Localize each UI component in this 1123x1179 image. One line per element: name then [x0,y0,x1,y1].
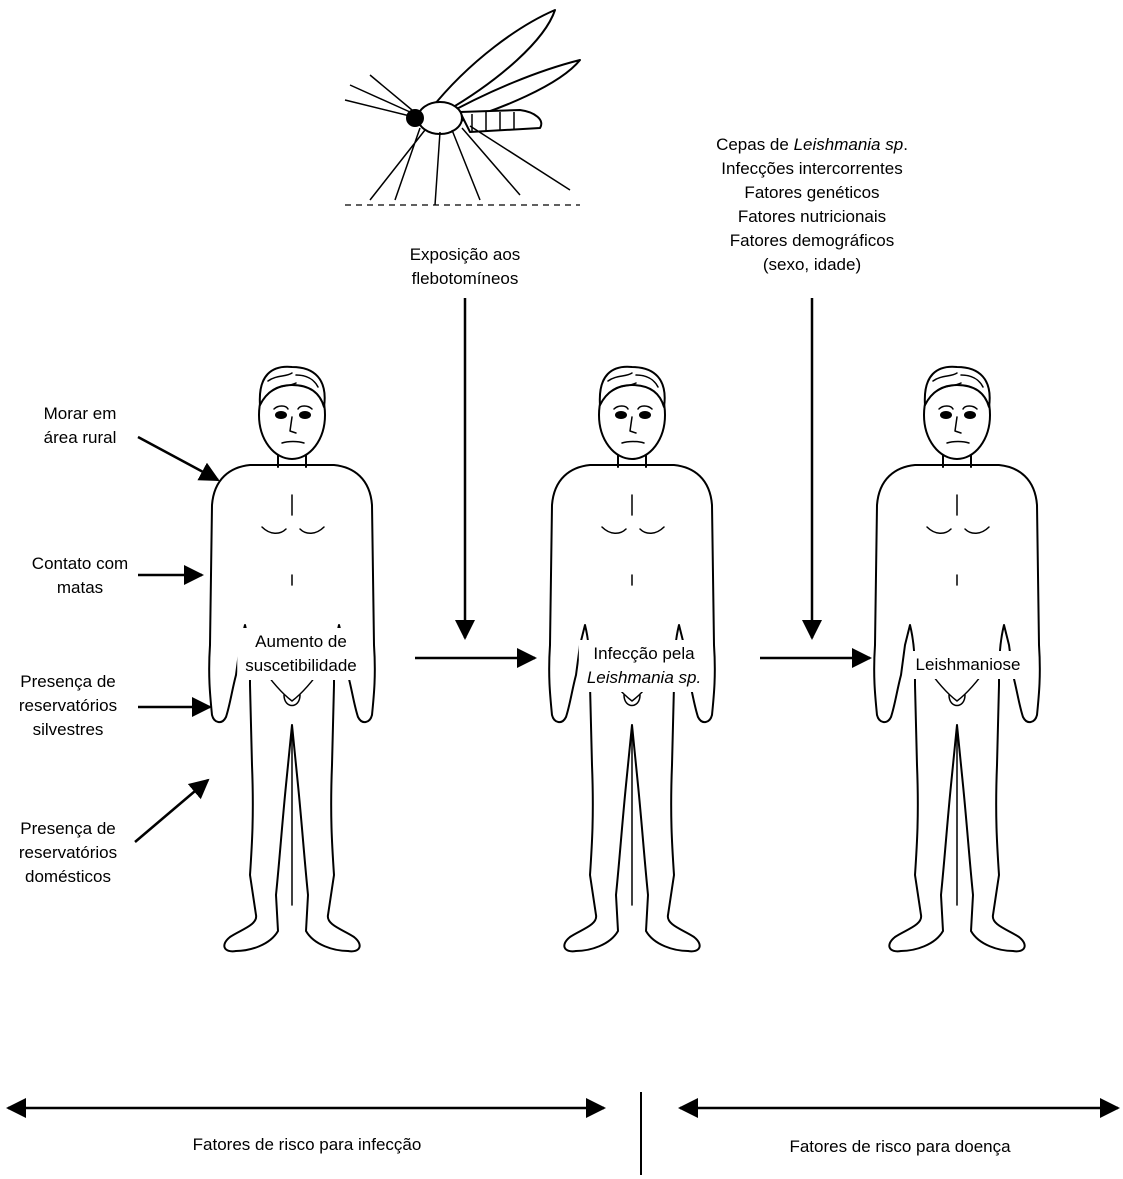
disease-risk-label: Fatores de risco para doença [789,1135,1010,1159]
arrow-rural [138,437,218,480]
arrow-domestic-reservoirs [135,780,208,842]
disease-factors-list: Cepas de Leishmania sp. Infecções interc… [716,133,908,277]
sandfly-icon [345,10,580,205]
infection-risk-label: Fatores de risco para infecção [193,1133,422,1157]
stage-disease: Leishmaniose [908,651,1029,679]
strain-line: Cepas de Leishmania sp. [716,133,908,157]
